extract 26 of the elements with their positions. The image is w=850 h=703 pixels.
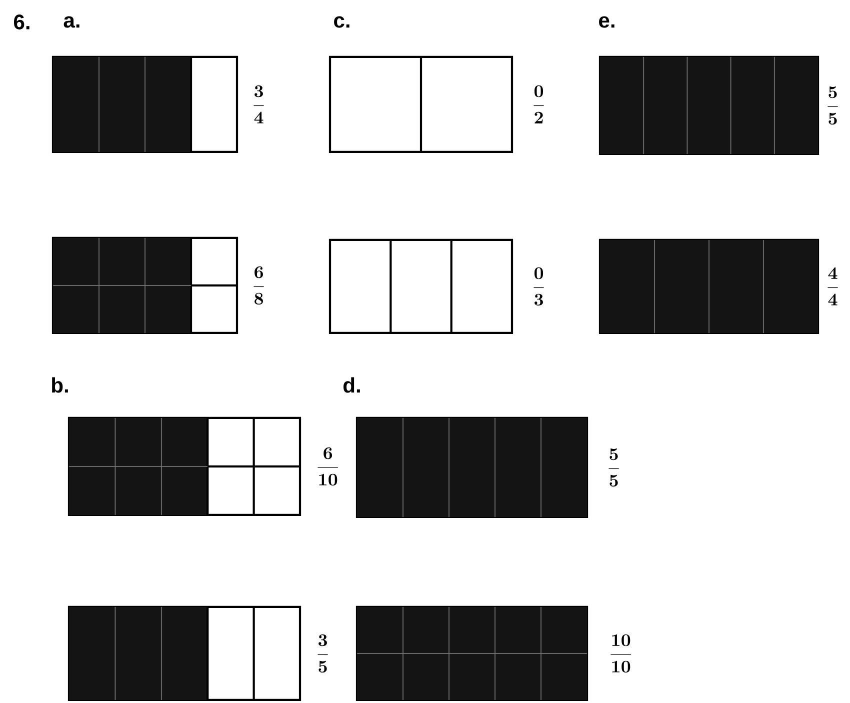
part-letter: d.	[344, 377, 360, 393]
fraction-label: $\frac{4}{4}$	[828, 267, 838, 306]
fraction-bar	[598, 238, 820, 334]
fraction-bar	[52, 236, 238, 334]
fraction-label: $\frac{0}{2}$	[534, 85, 544, 124]
fraction-label: $\frac{10}{10}$	[610, 634, 631, 673]
fraction-bar	[328, 56, 514, 154]
part-letter: c.	[334, 16, 350, 28]
fraction-label: $\frac{6}{8}$	[254, 266, 264, 305]
part-letter: a.	[64, 16, 80, 28]
fraction-label: $\frac{5}{5}$	[608, 448, 619, 487]
fraction-label: $\frac{6}{10}$	[318, 447, 338, 486]
fraction-bar	[356, 416, 588, 518]
fraction-label: $\frac{3}{5}$	[318, 634, 328, 673]
fraction-bar	[356, 606, 588, 702]
fraction-bar	[52, 56, 238, 154]
fraction-label: $\frac{5}{5}$	[828, 86, 838, 125]
part-letter: e.	[599, 16, 614, 28]
exercise-number: 6.	[14, 14, 30, 30]
fraction-bar	[598, 56, 820, 156]
fraction-label: $\frac{0}{3}$	[534, 267, 544, 306]
fraction-bar	[68, 416, 302, 516]
fraction-label: $\frac{3}{4}$	[254, 85, 264, 124]
fraction-bar	[328, 238, 514, 334]
part-letter: b.	[52, 377, 68, 393]
fraction-bar	[68, 606, 302, 702]
